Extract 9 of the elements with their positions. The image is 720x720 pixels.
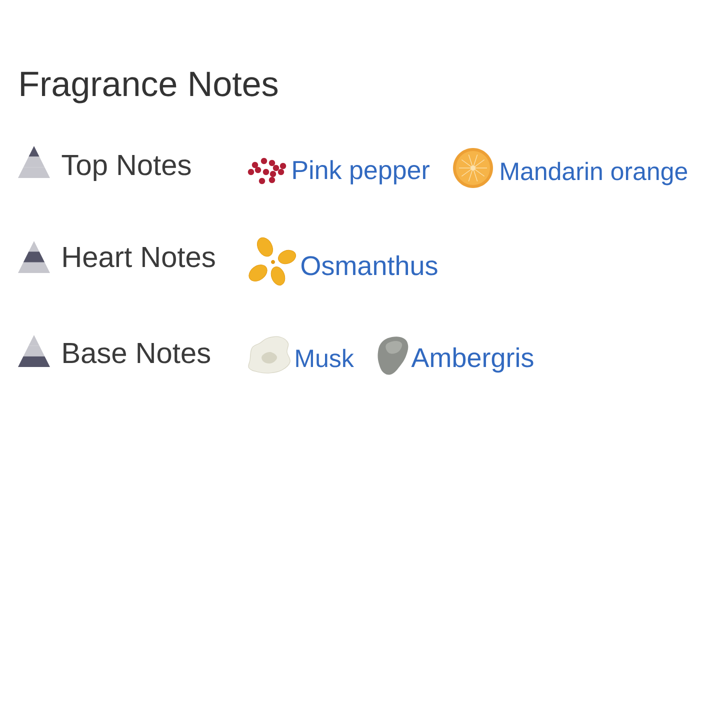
tier-label: Top Notes	[62, 155, 191, 182]
ingredient-link: Ambergris	[411, 347, 534, 373]
ingredient-link: Musk	[296, 348, 354, 368]
ingredient-link: Pink pepper	[293, 160, 430, 184]
title: Fragrance Notes	[21, 72, 278, 104]
ingredient-link: Mandarin orange	[501, 162, 688, 186]
tier-label: Base Notes	[64, 343, 210, 364]
tier-label: Heart Notes	[64, 247, 215, 268]
ingredient-link: Osmanthus	[302, 255, 438, 276]
